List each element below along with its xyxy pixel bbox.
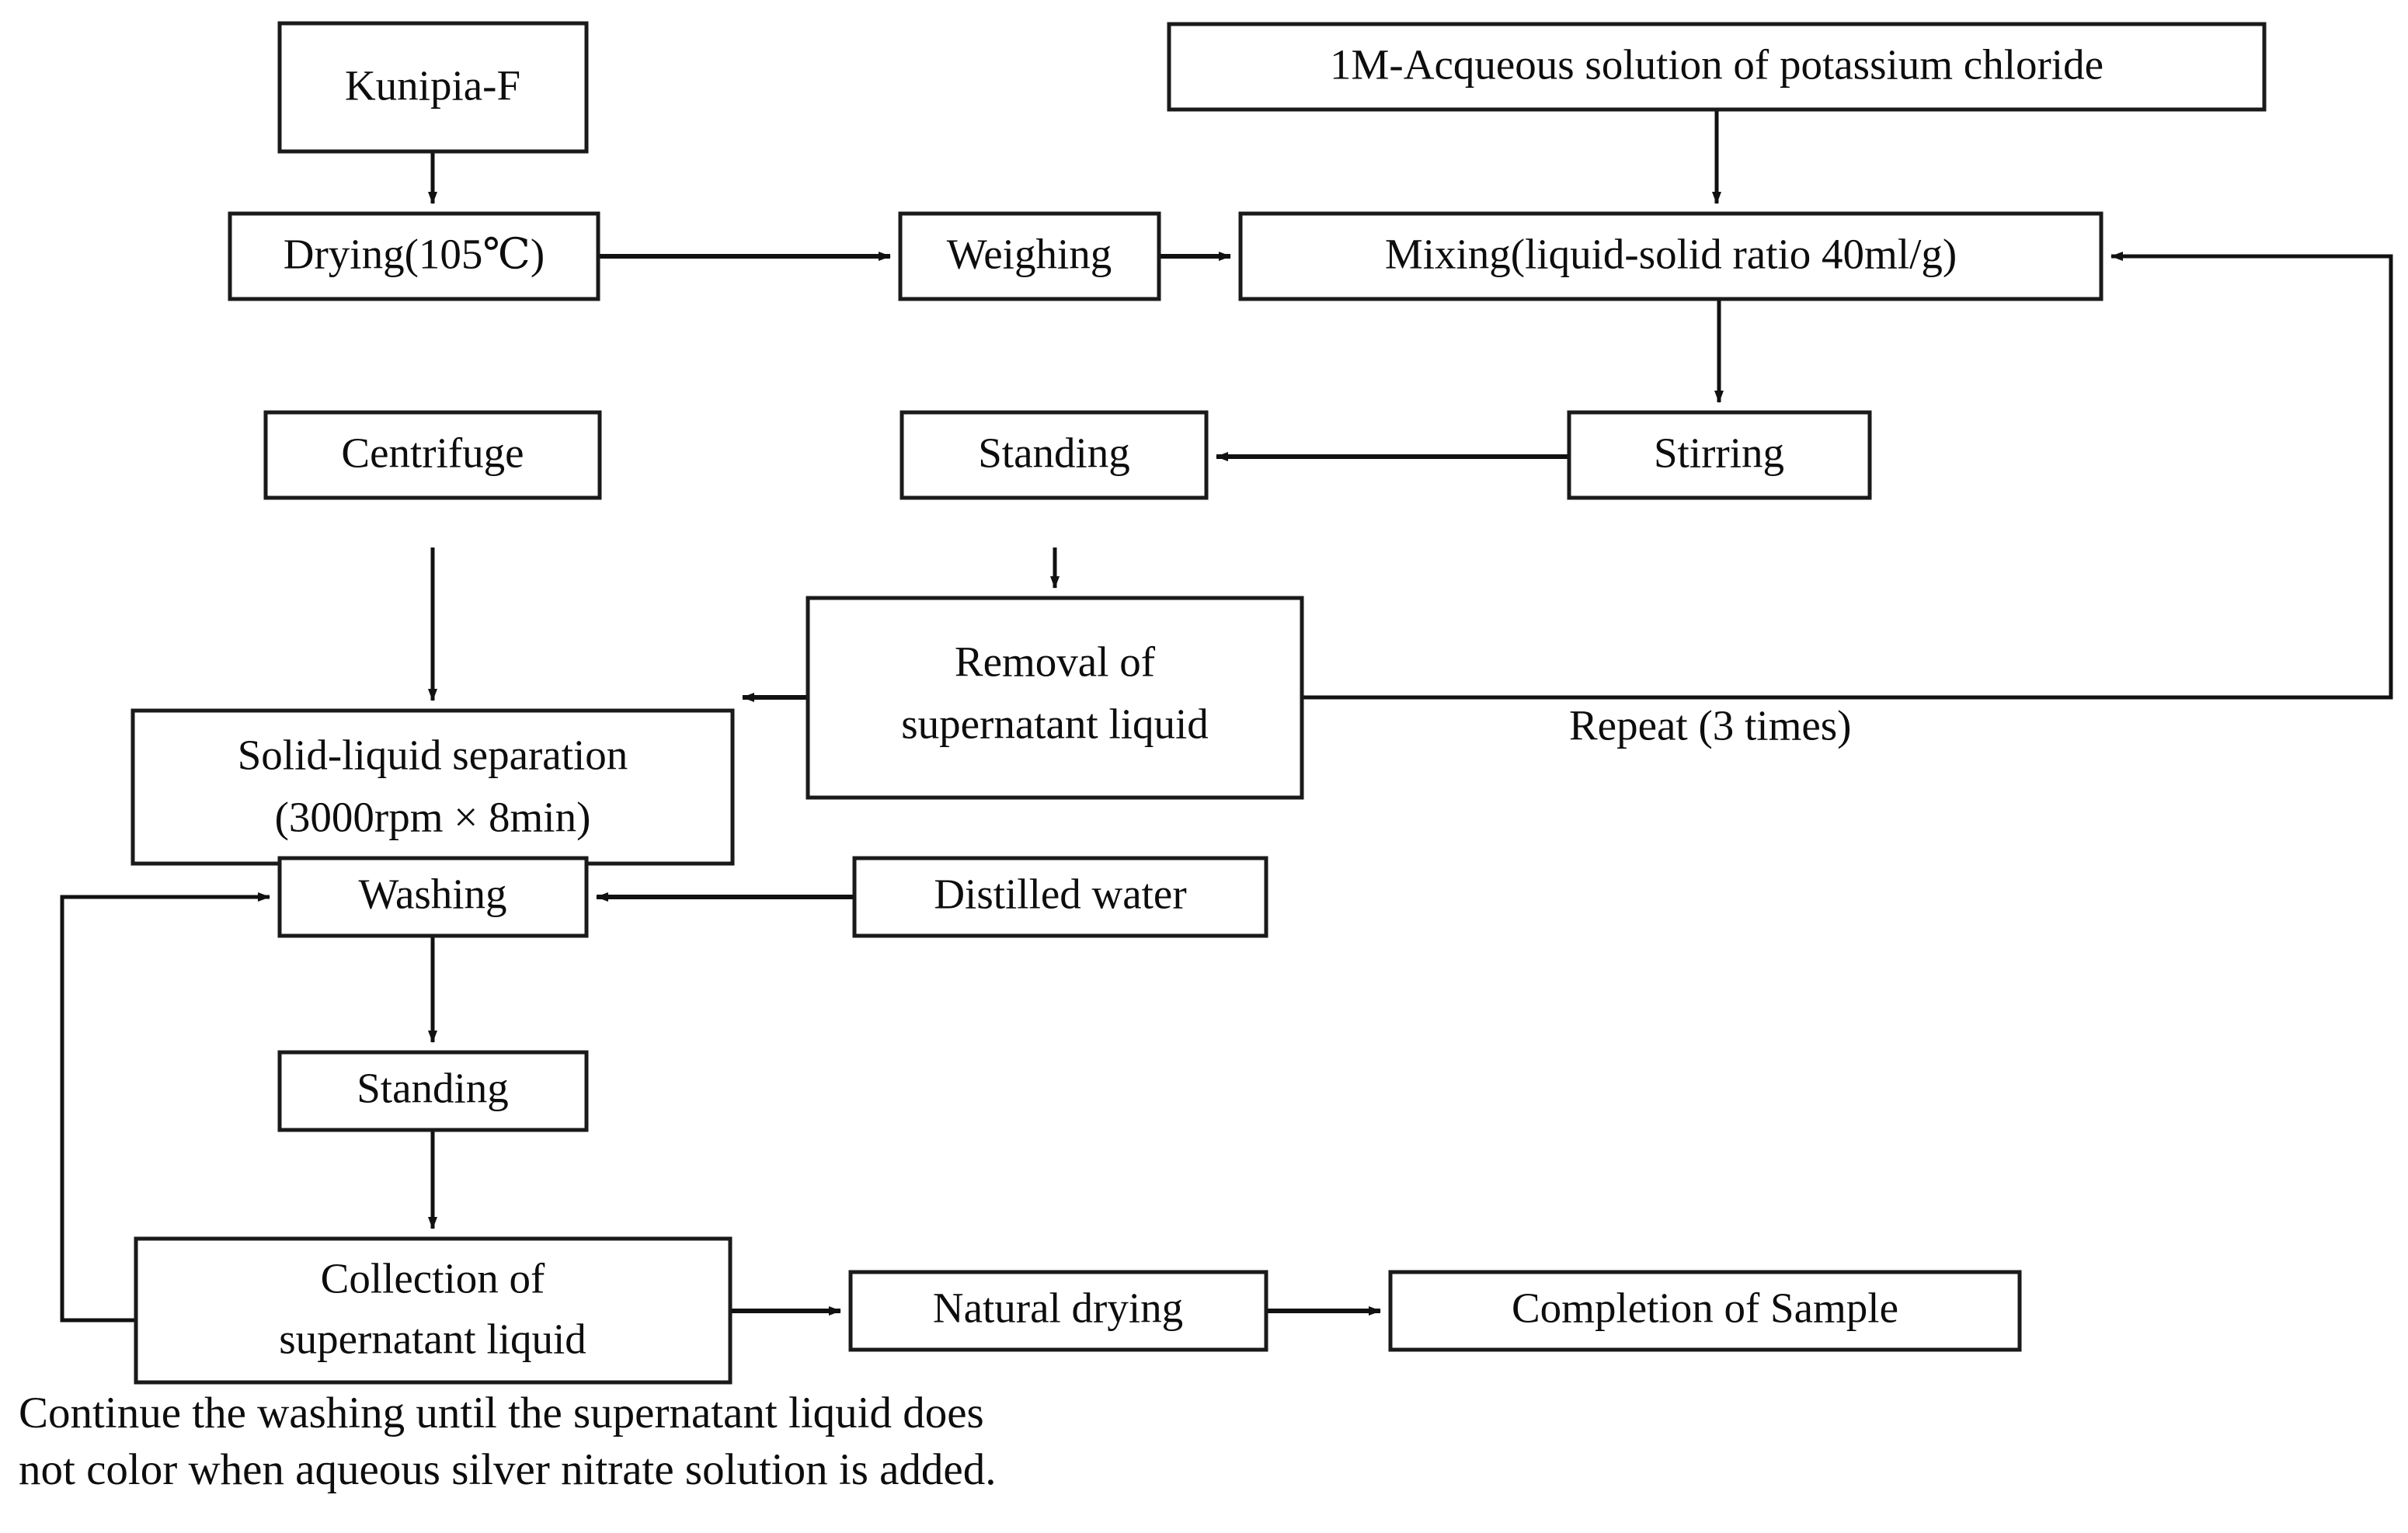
- node-drying-box: [228, 211, 600, 301]
- node-standing-upper[interactable]: Standing: [900, 410, 1209, 500]
- node-standing-lower-box: [277, 1050, 589, 1132]
- node-stirring-label: Stirring: [1654, 429, 1784, 477]
- node-drying[interactable]: Drying(105℃): [228, 211, 600, 301]
- node-removal-supernatant-line2: supernatant liquid: [901, 700, 1209, 748]
- node-solid-liquid-separation-line2: (3000rpm × 8min): [275, 794, 591, 841]
- node-centrifuge[interactable]: Centrifuge: [263, 410, 602, 500]
- node-collection-supernatant-line2: supernatant liquid: [279, 1316, 586, 1363]
- node-natural-drying[interactable]: Natural drying: [848, 1270, 1268, 1352]
- node-distilled-water-box: [852, 856, 1268, 938]
- node-completion-of-sample-label: Completion of Sample: [1512, 1284, 1898, 1332]
- node-solid-liquid-separation-line1: Solid-liquid separation: [238, 732, 628, 779]
- node-standing-lower-label: Standing: [357, 1065, 509, 1112]
- node-kunipia-f-box: [277, 21, 589, 154]
- node-natural-drying-label: Natural drying: [933, 1284, 1183, 1332]
- node-washing-box: [277, 856, 589, 938]
- node-completion-of-sample[interactable]: Completion of Sample: [1388, 1270, 2022, 1352]
- node-stirring[interactable]: Stirring: [1567, 410, 1872, 500]
- node-potassium-chloride-solution[interactable]: 1M-Acqueous solution of potassium chlori…: [1167, 22, 2267, 112]
- node-washing[interactable]: Washing: [277, 856, 589, 938]
- edge-repeat-loop: [1302, 252, 2393, 700]
- node-kunipia-f-label: Kunipia-F: [345, 62, 520, 110]
- node-distilled-water[interactable]: Distilled water: [852, 856, 1268, 938]
- node-mixing-label: Mixing(liquid-solid ratio 40ml/g): [1385, 231, 1957, 278]
- node-weighing[interactable]: Weighing: [898, 211, 1161, 301]
- node-potassium-chloride-label: 1M-Acqueous solution of potassium chlori…: [1330, 41, 2104, 89]
- node-removal-supernatant-box: [806, 596, 1304, 800]
- node-standing-upper-label: Standing: [978, 429, 1130, 477]
- node-weighing-label: Weighing: [947, 231, 1112, 278]
- node-solid-liquid-separation-box: [130, 708, 735, 866]
- node-mixing-box: [1238, 211, 2104, 301]
- node-washing-label: Washing: [358, 871, 506, 918]
- node-collection-supernatant-line1: Collection of: [321, 1255, 545, 1302]
- node-standing-upper-box: [900, 410, 1209, 500]
- node-centrifuge-label: Centrifuge: [341, 429, 524, 477]
- node-potassium-chloride-box: [1167, 22, 2267, 112]
- diagram-caption: Continue the washing until the supernata…: [19, 1389, 997, 1494]
- node-weighing-box: [898, 211, 1161, 301]
- node-collection-supernatant-box: [134, 1236, 732, 1385]
- node-distilled-water-label: Distilled water: [934, 871, 1186, 918]
- node-removal-supernatant-line1: Removal of: [955, 638, 1156, 686]
- node-solid-liquid-separation[interactable]: Solid-liquid separation (3000rpm × 8min): [130, 708, 735, 866]
- node-natural-drying-box: [848, 1270, 1268, 1352]
- node-drying-label: Drying(105℃): [284, 231, 545, 278]
- edge-washing-recycle-loop: [60, 892, 270, 1323]
- node-completion-of-sample-box: [1388, 1270, 2022, 1352]
- repeat-loop-label: Repeat (3 times): [1569, 702, 1852, 749]
- node-mixing[interactable]: Mixing(liquid-solid ratio 40ml/g): [1238, 211, 2104, 301]
- node-standing-lower[interactable]: Standing: [277, 1050, 589, 1132]
- node-kunipia-f[interactable]: Kunipia-F: [277, 21, 589, 154]
- node-removal-supernatant[interactable]: Removal of supernatant liquid: [806, 596, 1304, 800]
- node-stirring-box: [1567, 410, 1872, 500]
- node-centrifuge-box: [263, 410, 602, 500]
- node-collection-supernatant[interactable]: Collection of supernatant liquid: [134, 1236, 732, 1385]
